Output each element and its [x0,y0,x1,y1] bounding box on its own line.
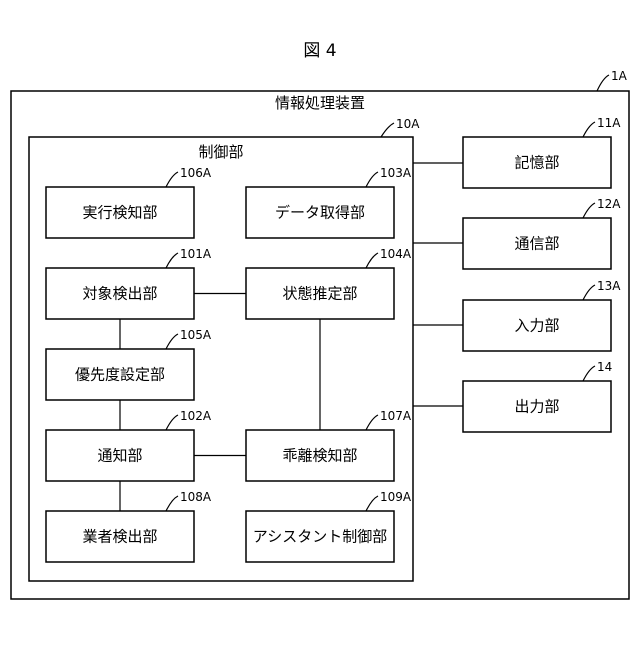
module-ref-label: 108A [180,490,212,504]
module-ref-label: 109A [380,490,412,504]
module-ref-label: 107A [380,409,412,423]
control-ref-label: 10A [396,117,420,131]
peripheral-label: 入力部 [514,317,559,335]
peripheral-label: 出力部 [514,398,559,416]
module-label: 業者検出部 [82,528,157,546]
peripheral-ref-label: 14 [597,360,612,374]
module-label: データ取得部 [275,204,365,222]
outer-ref-leader [597,75,609,91]
peripheral-label: 通信部 [514,235,559,253]
module-label: アシスタント制御部 [253,528,387,546]
peripheral-ref-label: 11A [597,116,621,130]
module-ref-label: 106A [180,166,212,180]
module-ref-label: 105A [180,328,212,342]
module-ref-label: 103A [380,166,412,180]
peripheral-ref-label: 12A [597,197,621,211]
module-label: 状態推定部 [282,285,357,303]
control-unit-label: 制御部 [198,143,243,161]
module-label: 実行検知部 [82,204,157,222]
module-ref-label: 101A [180,247,212,261]
module-ref-label: 104A [380,247,412,261]
module-label: 通知部 [97,447,142,465]
module-label: 乖離検知部 [282,447,357,465]
module-ref-label: 102A [180,409,212,423]
figure-title: 図 4 [303,41,336,61]
module-label: 対象検出部 [82,285,157,303]
peripheral-ref-label: 13A [597,279,621,293]
module-label: 優先度設定部 [75,366,165,384]
outer-device-label: 情報処理装置 [275,94,365,112]
peripheral-label: 記憶部 [514,154,559,172]
outer-ref-label: 1A [611,69,628,83]
